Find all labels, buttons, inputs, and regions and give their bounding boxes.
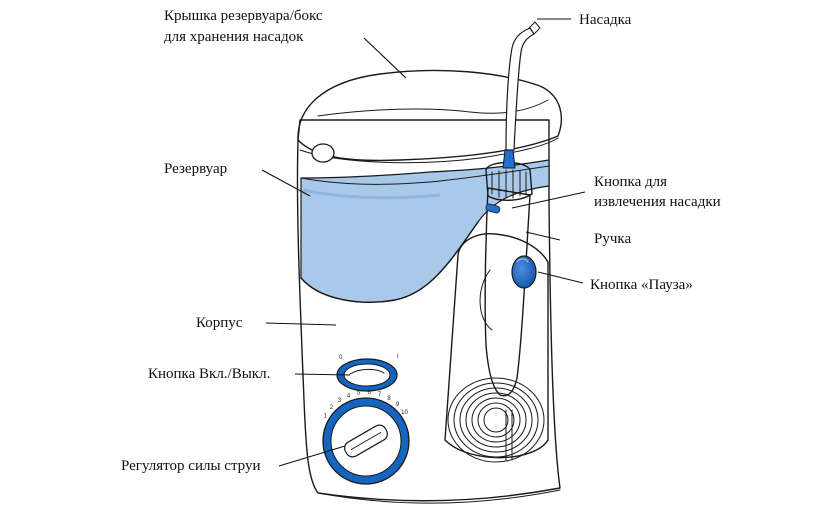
eject-button: [485, 203, 501, 214]
dial-tick-3: 3: [338, 398, 342, 404]
dial-tick-6: 6: [368, 390, 372, 396]
label-reservoir: Резервуар: [164, 161, 227, 177]
reservoir-contour: [300, 221, 479, 303]
dial-tick-9: 9: [396, 402, 400, 408]
leader-power: [294, 373, 351, 376]
label-handle: Ручка: [594, 231, 631, 247]
label-body: Корпус: [196, 315, 243, 331]
leader-lid: [363, 37, 407, 79]
nozzle-tip-end: [528, 21, 541, 35]
coiled-hose: [447, 377, 545, 463]
collar-ridges: [491, 169, 527, 199]
dial-tick-4: 4: [347, 393, 351, 399]
label-lid-line1: Крышка резервуара/бокс: [164, 8, 323, 24]
lid-knob: [311, 143, 335, 163]
switch-mark-off: 0: [339, 355, 343, 361]
dial-tick-8: 8: [387, 396, 391, 402]
reservoir-water-surface: [300, 165, 550, 185]
label-eject-line2: извлечения насадки: [594, 194, 721, 210]
leader-handle: [525, 231, 561, 241]
device-base-rim: [317, 489, 561, 504]
leader-pause: [537, 271, 584, 284]
dial-tick-1: 1: [324, 414, 328, 420]
leader-body: [265, 322, 337, 326]
reservoir-water-depth: [302, 188, 441, 200]
label-power: Кнопка Вкл./Выкл.: [148, 366, 270, 382]
dial-tick-10: 10: [401, 410, 408, 416]
device-body: [296, 119, 561, 502]
reservoir-water: [300, 159, 550, 303]
leader-reservoir: [261, 169, 311, 197]
label-pressure: Регулятор силы струи: [121, 458, 261, 474]
callout-labels: Крышка резервуара/бокс для хранения наса…: [121, 8, 721, 474]
lid-lower-edge: [299, 137, 559, 164]
power-switch: 0 I: [336, 354, 399, 392]
nozzle-base: [502, 149, 516, 169]
pause-button: [511, 255, 537, 289]
label-nozzle: Насадка: [579, 12, 632, 28]
handle-dock: [444, 233, 549, 459]
pause-button-highlight: [516, 258, 529, 263]
dial-tick-7: 7: [378, 392, 382, 398]
dial-tick-2: 2: [330, 405, 334, 411]
handle-body: [484, 187, 531, 397]
reservoir-lid: [297, 69, 563, 162]
handle-collar: [485, 161, 533, 201]
label-lid-line2: для хранения насадок: [164, 29, 304, 45]
leader-lines: [261, 18, 586, 467]
lid-top-ridge: [317, 99, 549, 117]
leader-eject: [511, 191, 586, 209]
nozzle-tube: [505, 27, 535, 151]
hose: [479, 269, 493, 331]
dial-tick-5: 5: [357, 391, 361, 397]
leader-pressure: [278, 445, 346, 467]
label-eject-line1: Кнопка для: [594, 174, 667, 190]
label-pause: Кнопка «Пауза»: [590, 277, 693, 293]
switch-mark-on: I: [397, 354, 399, 360]
